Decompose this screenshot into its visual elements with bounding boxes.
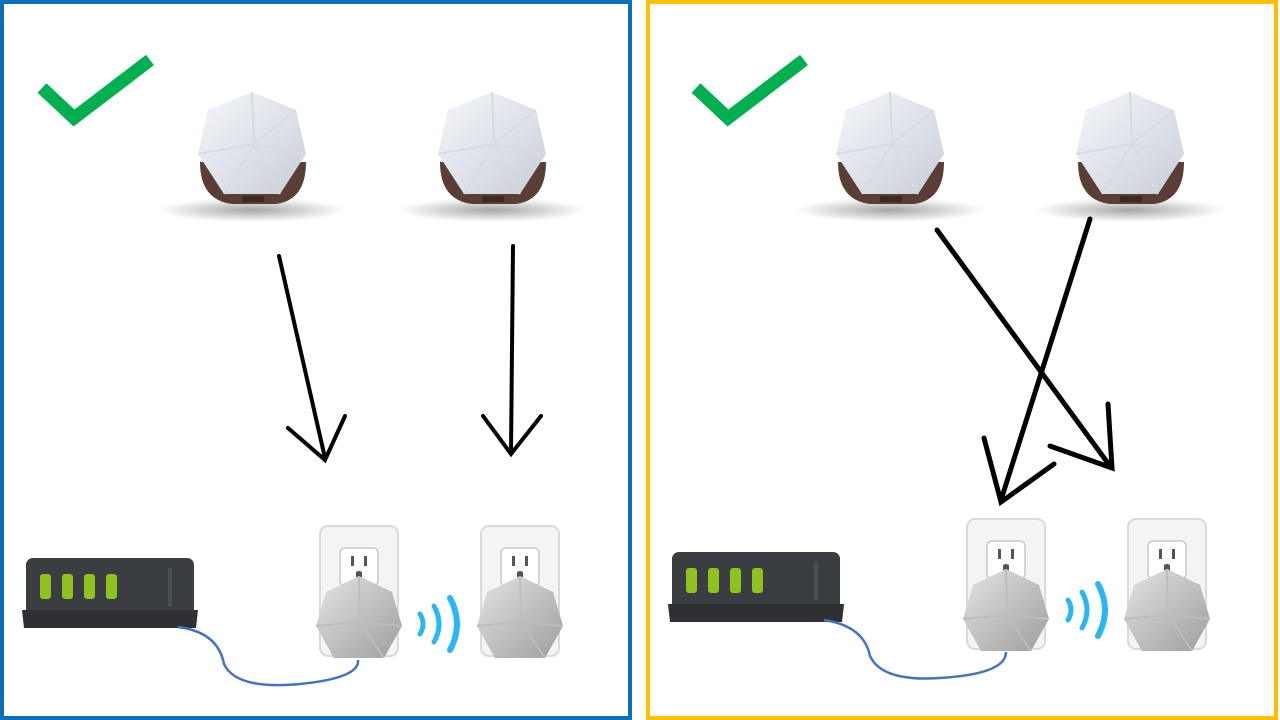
router-icon	[668, 552, 844, 622]
panel-right-swapped-placement	[640, 0, 1280, 720]
arrow-pod2-to-outlet2	[481, 244, 543, 458]
ethernet-cable	[823, 618, 1008, 680]
outlet-pod-1-icon	[962, 518, 1050, 652]
ethernet-cable	[177, 625, 360, 687]
outlet-pod-2-icon	[1123, 518, 1211, 652]
arrow-pod1-to-outlet1	[277, 254, 347, 464]
arrow-pod1-to-outlet2	[934, 227, 1115, 472]
router-icon	[22, 558, 198, 628]
panel-left-canvas	[0, 0, 632, 720]
panel-left-correct-placement	[0, 0, 632, 720]
arrow-pod2-to-outlet1	[981, 216, 1093, 507]
outlet-pod-2-icon	[476, 525, 564, 659]
panel-right-canvas	[646, 0, 1278, 720]
outlet-pod-1-icon	[315, 525, 403, 659]
